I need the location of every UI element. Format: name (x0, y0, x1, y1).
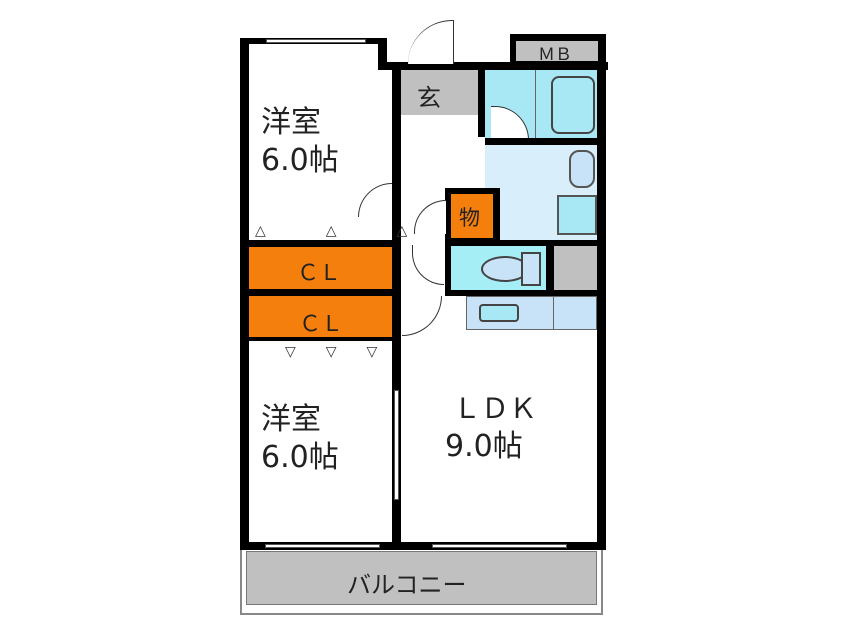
wall-bottom (240, 542, 606, 550)
storage-door[interactable] (414, 200, 446, 234)
sliding-door-ldk[interactable] (394, 390, 399, 500)
closet-bottom[interactable]: ＣＬ (249, 296, 392, 338)
toilet-room (451, 246, 546, 290)
wall-cl-mid (240, 289, 400, 296)
window-bottom-room (265, 544, 380, 548)
wall-wet-left (478, 62, 485, 137)
western-room-top-size: 6.0帖 (261, 143, 339, 178)
western-room-bottom-size: 6.0帖 (261, 440, 339, 475)
kitchen-counter (466, 296, 597, 330)
pipe-space (554, 246, 597, 290)
ldk-name: ＬＤＫ (453, 392, 538, 425)
entrance-label: 玄 (417, 84, 441, 112)
meter-box-label: ＭＢ (538, 45, 572, 65)
wall-room-top-right (392, 62, 401, 542)
closet-top-label: ＣＬ (297, 261, 342, 286)
toilet-door[interactable] (412, 245, 444, 285)
window-ldk (432, 544, 567, 548)
sink (569, 150, 595, 188)
entrance: 玄 (401, 70, 478, 115)
western-room-bottom-name: 洋室 (261, 402, 321, 437)
closet-door-marks-top: △△△ (255, 223, 468, 239)
closet-bottom-label: ＣＬ (299, 312, 344, 337)
wall-top-step (378, 38, 387, 68)
ldk: ＬＤＫ 9.0帖 (401, 330, 597, 542)
toilet-tank (521, 252, 541, 286)
western-room-top-name: 洋室 (261, 105, 321, 140)
front-door[interactable] (408, 20, 454, 64)
bathroom (485, 70, 597, 140)
storage[interactable]: 物 (451, 194, 493, 238)
washroom (485, 145, 597, 240)
ldk-size: 9.0帖 (445, 429, 523, 464)
western-room-bottom: 洋室 6.0帖 (249, 341, 392, 542)
wall-top-mid (378, 62, 608, 70)
bath-door[interactable] (491, 106, 529, 140)
wall-bath-bottom (485, 138, 605, 145)
closet-top[interactable]: ＣＬ (249, 247, 392, 289)
storage-label: 物 (459, 206, 480, 230)
western-room-top: 洋室 6.0帖 (249, 44, 394, 238)
closet-door-marks-bottom: ▽▽▽ (285, 344, 408, 360)
bathtub (551, 76, 595, 134)
window-top-room (266, 39, 366, 43)
kitchen-sink (479, 304, 519, 322)
meter-box: ＭＢ (516, 41, 598, 65)
washing-machine (557, 195, 597, 235)
wall-cl-top (240, 240, 400, 247)
wall-cl-bottom (240, 337, 400, 341)
balcony-label: バルコニー (347, 571, 467, 599)
balcony: バルコニー (240, 545, 603, 615)
